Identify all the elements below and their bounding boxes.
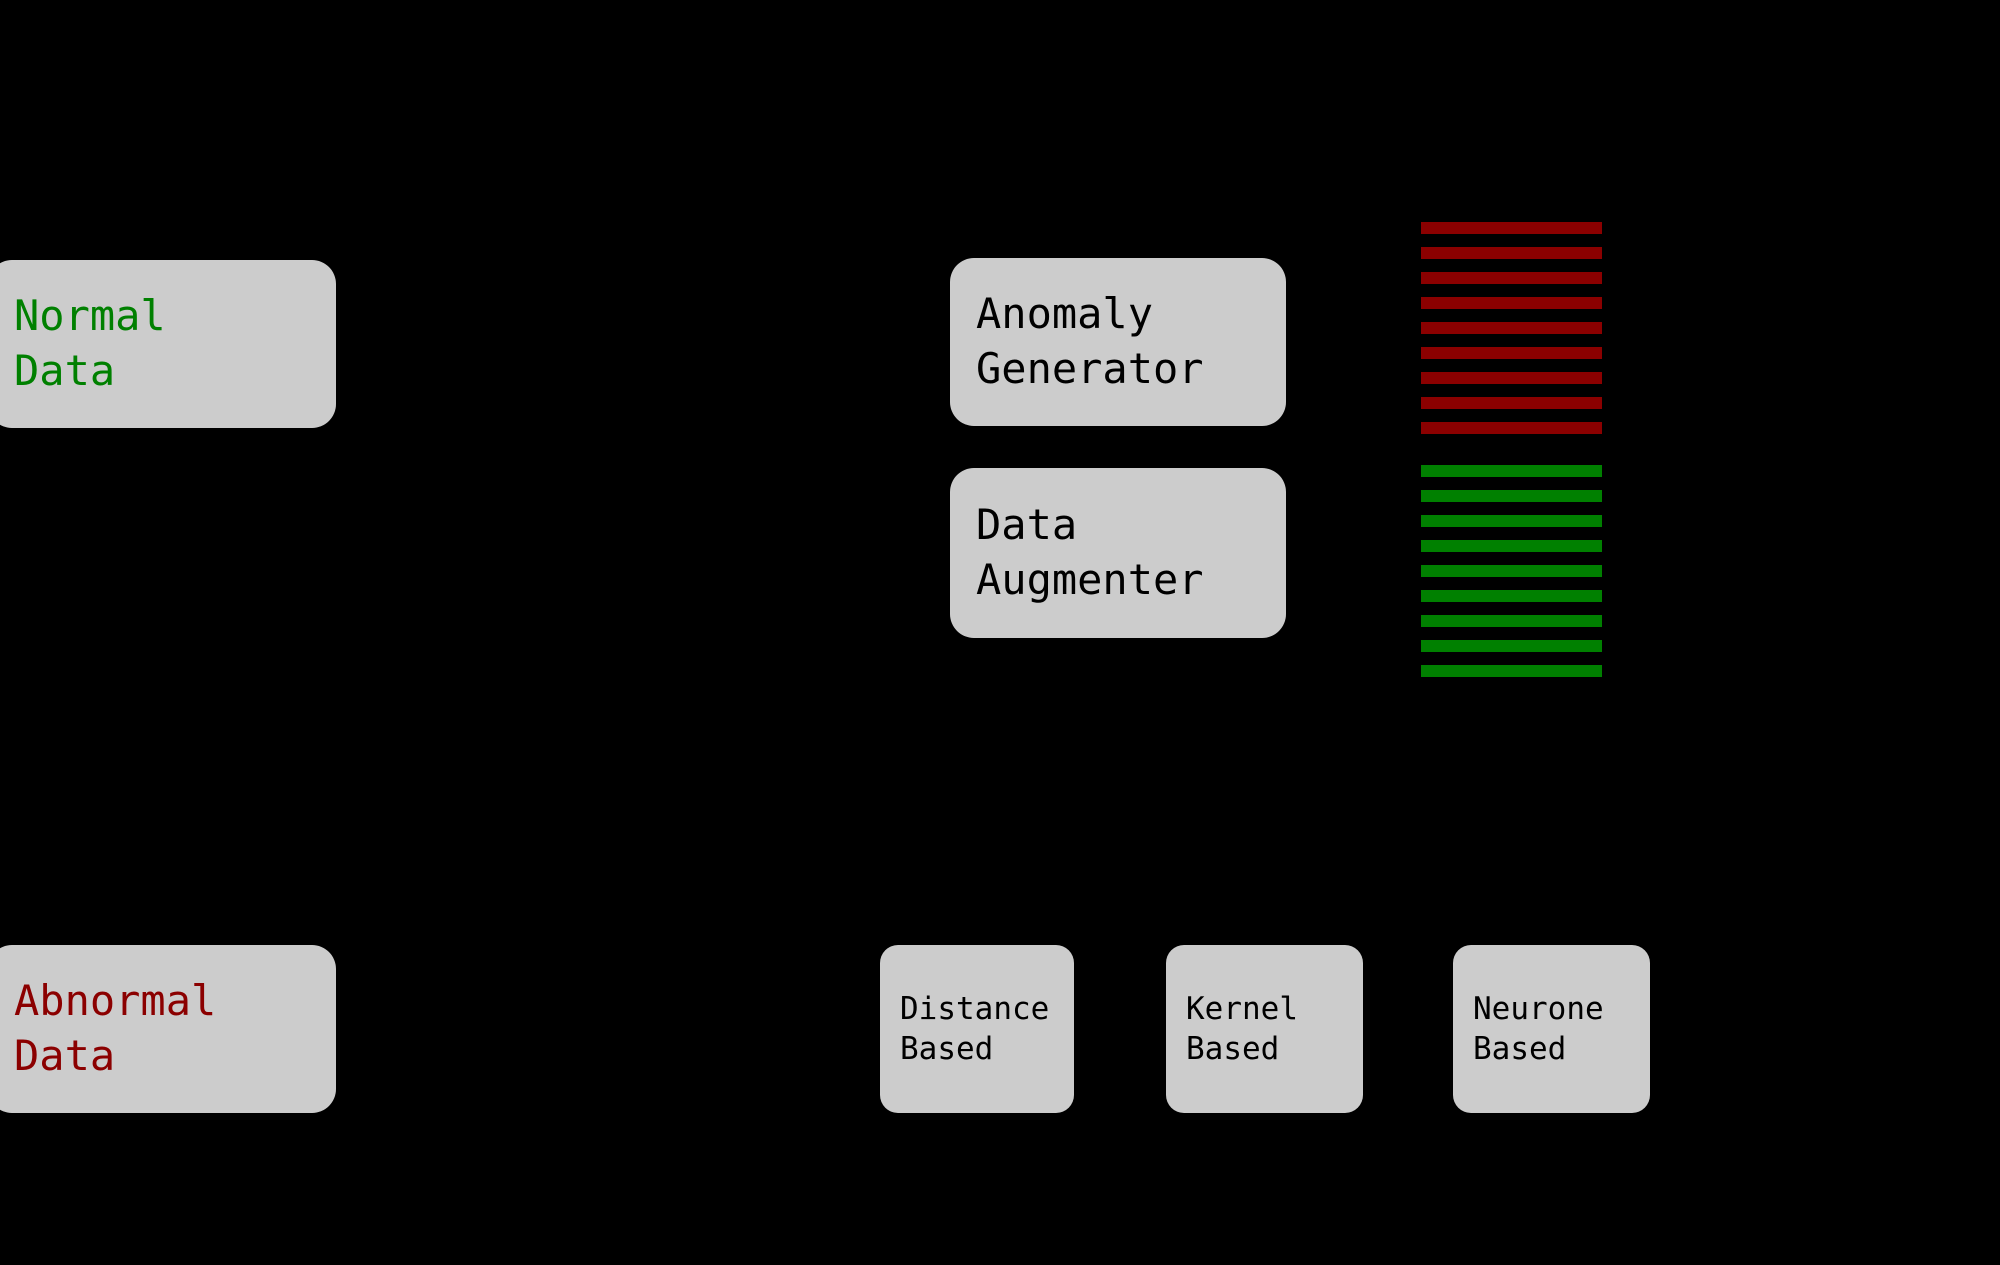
dataset-stripe-normal-7	[1421, 615, 1602, 627]
node-abnormal-data-line-2: Data	[14, 1031, 116, 1080]
node-kernel-based-line-2: Based	[1186, 1031, 1280, 1067]
dataset-stripe-anomalous-3	[1421, 272, 1602, 284]
dataset-stripe-anomalous-9	[1421, 422, 1602, 434]
node-distance-based-line-2: Based	[900, 1031, 994, 1067]
dataset-stripe-anomalous-6	[1421, 347, 1602, 359]
node-abnormal-data[interactable]: Abnormal Data	[0, 945, 336, 1113]
node-anomaly-generator-line-1: Anomaly	[976, 289, 1154, 339]
dataset-stripe-normal-4	[1421, 540, 1602, 552]
dataset-stripe-anomalous-2	[1421, 247, 1602, 259]
node-distance-based[interactable]: Distance Based	[880, 945, 1074, 1113]
dataset-stripe-normal-5	[1421, 565, 1602, 577]
dataset-stripe-normal-8	[1421, 640, 1602, 652]
node-normal-data[interactable]: Normal Data	[0, 260, 336, 428]
dataset-stripe-normal-6	[1421, 590, 1602, 602]
node-neurone-based-line-1: Neurone	[1473, 990, 1604, 1027]
dataset-stripe-normal-2	[1421, 490, 1602, 502]
node-neurone-based-line-2: Based	[1473, 1031, 1567, 1067]
node-kernel-based[interactable]: Kernel Based	[1166, 945, 1363, 1113]
node-data-augmenter-line-1: Data	[976, 500, 1078, 550]
dataset-stripe-anomalous-4	[1421, 297, 1602, 309]
dataset-stripe-anomalous-1	[1421, 222, 1602, 234]
node-neurone-based[interactable]: Neurone Based	[1453, 945, 1650, 1113]
dataset-stripe-normal-1	[1421, 465, 1602, 477]
dataset-stripe-anomalous-5	[1421, 322, 1602, 334]
node-anomaly-generator[interactable]: Anomaly Generator	[950, 258, 1286, 426]
node-distance-based-line-1: Distance	[900, 990, 1050, 1027]
node-data-augmenter-line-2: Augmenter	[976, 555, 1204, 604]
dataset-stripe-anomalous-7	[1421, 372, 1602, 384]
mixed-dataset-stripes	[1421, 216, 1602, 678]
node-normal-data-line-2: Data	[14, 346, 116, 395]
node-abnormal-data-line-1: Abnormal	[14, 976, 217, 1026]
dataset-stripe-normal-3	[1421, 515, 1602, 527]
dataset-stripe-normal-9	[1421, 665, 1602, 677]
node-normal-data-line-1: Normal	[14, 291, 166, 341]
node-data-augmenter[interactable]: Data Augmenter	[950, 468, 1286, 638]
dataset-stripe-anomalous-8	[1421, 397, 1602, 409]
node-kernel-based-line-1: Kernel	[1186, 990, 1298, 1027]
node-anomaly-generator-line-2: Generator	[976, 344, 1204, 393]
